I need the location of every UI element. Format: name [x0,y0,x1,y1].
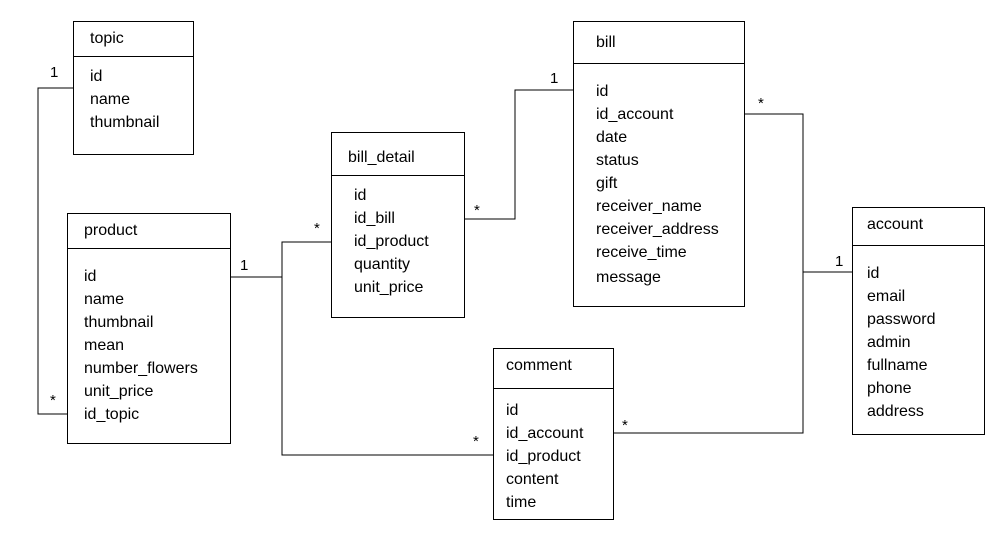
link-topic-product [37,87,88,415]
field: number_flowers [84,360,198,377]
entity-fields: id name thumbnail mean number_flowers un… [68,249,230,426]
field: unit_price [84,383,154,400]
field: address [867,403,924,420]
entity-title: bill_detail [332,133,464,176]
field: gift [596,175,618,192]
field: message [596,269,661,286]
field: thumbnail [84,314,154,331]
field: mean [84,337,125,354]
field: name [90,91,131,108]
field: id_topic [84,406,140,423]
field: id [354,187,367,204]
link-product-comment [281,277,503,456]
entity-title: product [68,214,230,249]
entity-title: topic [74,22,193,57]
mult-account-bill-one: 1 [835,253,843,270]
field: id_product [506,448,581,465]
field: quantity [354,256,411,273]
entity-bill: bill id id_account date status gift rece… [573,21,745,307]
mult-topic-product-one: 1 [50,64,58,81]
entity-topic: topic id name thumbnail [73,21,194,155]
link-account-comment [593,272,804,434]
mult-bill-bill-detail-one: 1 [550,70,558,87]
entity-fields: id email password admin fullname phone a… [853,246,984,423]
field: receive_time [596,244,687,261]
entity-title: bill [574,22,744,64]
entity-fields: id name thumbnail [74,57,193,134]
mult-topic-product-many: * [50,392,56,409]
mult-product-comment-many: * [473,433,479,450]
entity-fields: id id_account id_product content time [494,389,613,514]
entity-fields: id id_bill id_product quantity unit_pric… [332,176,464,299]
entity-product: product id name thumbnail mean number_fl… [67,213,231,444]
field: id_account [506,425,584,442]
mult-account-bill-many: * [758,95,764,112]
field: receiver_address [596,221,719,238]
field: id_bill [354,210,395,227]
field: email [867,288,906,305]
field: fullname [867,357,928,374]
entity-comment: comment id id_account id_product content… [493,348,614,520]
field: content [506,471,559,488]
field: id [596,83,609,100]
field: password [867,311,936,328]
entity-fields: id id_account date status gift receiver_… [574,64,744,289]
field: name [84,291,125,308]
field: time [506,494,537,511]
field: id_account [596,106,674,123]
mult-account-comment-many: * [622,417,628,434]
mult-product-bill-detail-many: * [314,220,320,237]
entity-title: comment [494,349,613,389]
entity-account: account id email password admin fullname… [852,207,985,435]
field: date [596,129,628,146]
field: id [867,265,880,282]
field: status [596,152,639,169]
field: id [84,268,97,285]
field: id_product [354,233,429,250]
field: id [90,68,103,85]
field: phone [867,380,912,397]
entity-title: account [853,208,984,246]
entity-bill-detail: bill_detail id id_bill id_product quanti… [331,132,465,318]
field: admin [867,334,911,351]
field: id [506,402,519,419]
mult-product-bill-detail-one: 1 [240,257,248,274]
mult-bill-bill-detail-many: * [474,202,480,219]
field: thumbnail [90,114,160,131]
field: unit_price [354,279,424,296]
field: receiver_name [596,198,702,215]
